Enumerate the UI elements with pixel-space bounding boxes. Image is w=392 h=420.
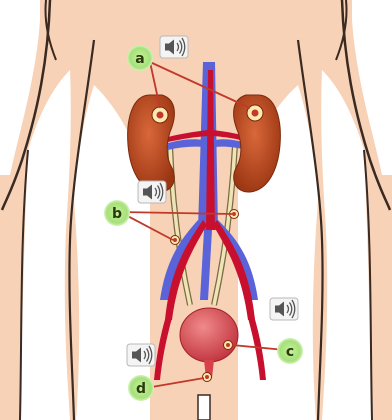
label-badge-b: b: [104, 200, 130, 226]
label-d: d: [136, 381, 146, 397]
speaker-icon[interactable]: [160, 36, 188, 58]
left-kidney: [128, 95, 175, 192]
label-badge-a: a: [127, 45, 153, 71]
speaker-icon[interactable]: [138, 181, 166, 203]
label-badge-c: c: [277, 338, 303, 364]
speaker-icon[interactable]: [270, 298, 298, 320]
right-kidney: [234, 95, 281, 192]
label-badge-d: d: [128, 375, 154, 401]
speaker-icon[interactable]: [127, 344, 155, 366]
label-b: b: [112, 206, 122, 222]
label-a: a: [135, 51, 144, 67]
label-c: c: [286, 344, 294, 360]
